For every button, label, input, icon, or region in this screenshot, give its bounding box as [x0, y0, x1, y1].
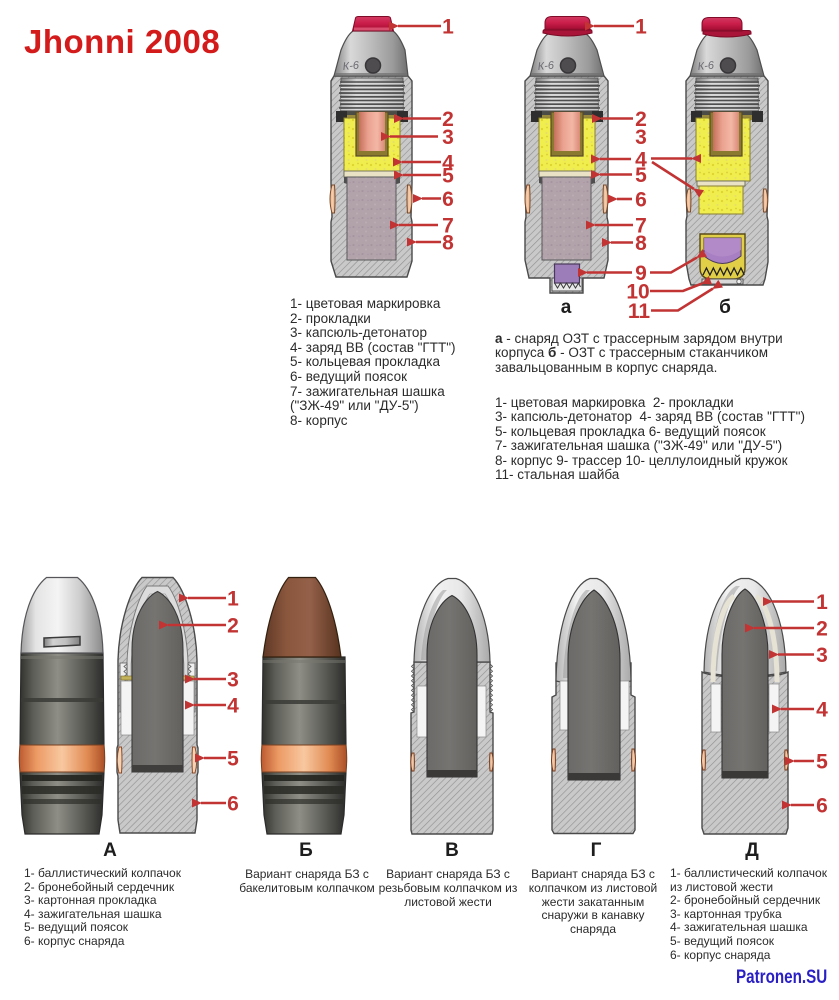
svg-text:8: 8	[635, 232, 647, 255]
svg-text:6: 6	[816, 795, 828, 818]
svg-text:Г: Г	[591, 840, 602, 861]
svg-text:3: 3	[816, 644, 828, 667]
svg-text:5: 5	[816, 751, 828, 774]
svg-text:3: 3	[227, 669, 239, 692]
svg-text:б: б	[719, 297, 731, 318]
svg-text:2: 2	[635, 108, 647, 131]
svg-text:Д: Д	[745, 840, 759, 861]
svg-text:В: В	[445, 840, 459, 861]
svg-text:6: 6	[442, 188, 454, 211]
svg-text:4: 4	[227, 695, 239, 718]
svg-text:9: 9	[635, 262, 647, 285]
svg-text:К-6: К-6	[342, 60, 360, 73]
svg-text:10: 10	[626, 281, 649, 304]
svg-text:1: 1	[635, 16, 647, 39]
svg-text:а: а	[561, 297, 572, 318]
svg-text:4: 4	[816, 699, 828, 722]
svg-text:К-6: К-6	[537, 60, 555, 73]
svg-text:1: 1	[816, 591, 828, 614]
svg-text:А: А	[103, 840, 117, 861]
svg-text:1: 1	[227, 588, 239, 611]
svg-text:4: 4	[635, 149, 647, 172]
svg-text:4: 4	[442, 152, 454, 175]
svg-text:3: 3	[442, 126, 454, 149]
svg-text:7: 7	[442, 215, 454, 238]
svg-text:1: 1	[442, 16, 454, 39]
svg-text:6: 6	[227, 793, 239, 816]
svg-text:5: 5	[442, 165, 454, 188]
svg-text:5: 5	[635, 164, 647, 187]
svg-text:2: 2	[816, 618, 828, 641]
svg-text:6: 6	[635, 189, 647, 212]
svg-text:К-6: К-6	[697, 60, 715, 73]
svg-text:Б: Б	[299, 840, 313, 861]
svg-text:7: 7	[635, 215, 647, 238]
svg-text:3: 3	[635, 126, 647, 149]
svg-text:2: 2	[227, 615, 239, 638]
svg-text:2: 2	[442, 108, 454, 131]
svg-text:5: 5	[227, 748, 239, 771]
svg-text:11: 11	[628, 300, 651, 323]
svg-text:8: 8	[442, 232, 454, 255]
